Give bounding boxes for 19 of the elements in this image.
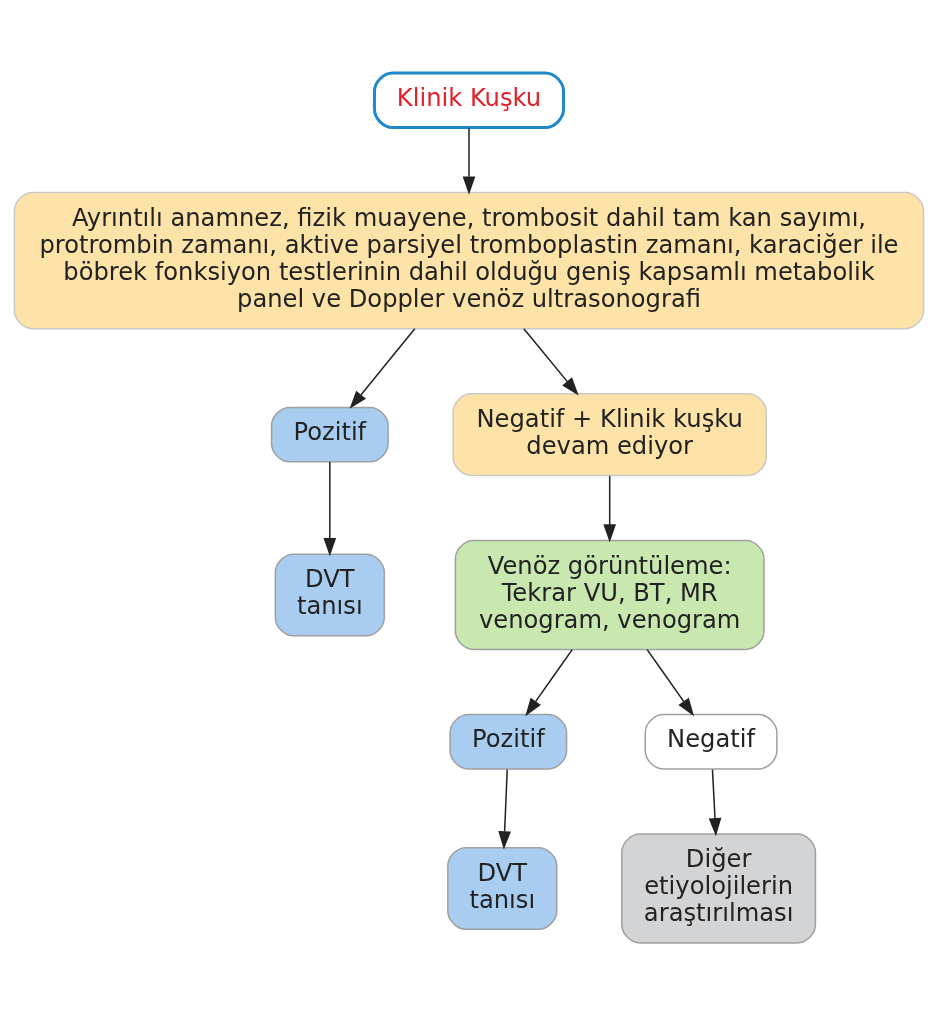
node-box: Klinik Kuşku [372, 71, 566, 129]
arrow [349, 327, 416, 409]
arrow [462, 126, 476, 195]
arrow [523, 327, 579, 395]
arrow [498, 768, 511, 849]
arrow [603, 474, 617, 542]
node-box: Diğer etiyolojilerin araştırılması [621, 832, 817, 944]
node-box: Pozitif [449, 713, 568, 770]
node-box: Ayrıntılı anamnez, fizik muayene, trombosit dahil tam kan sayımı, protrombin zamanı, aktive parsiyel tromboplastin zamanı, karaciğer ile böbrek fonksiyon testlerinin dahil olduğu geniş kapsamlı metabolik panel ve Doppler venöz ultrasonografi [13, 191, 925, 329]
node-box: Venöz görüntüleme: Tekrar VU, BT, MR venogram, venogram [454, 539, 765, 650]
arrow [323, 460, 337, 556]
node-box: Negatif + Klinik kuşku devam ediyor [452, 392, 768, 476]
node-box: DVT tanısı [274, 552, 386, 637]
arrow [646, 648, 695, 716]
node-box: Negatif [644, 713, 778, 770]
node-box: DVT tanısı [447, 846, 558, 930]
arrow [708, 768, 722, 836]
arrow [525, 648, 573, 716]
node-box: Pozitif [270, 406, 389, 463]
